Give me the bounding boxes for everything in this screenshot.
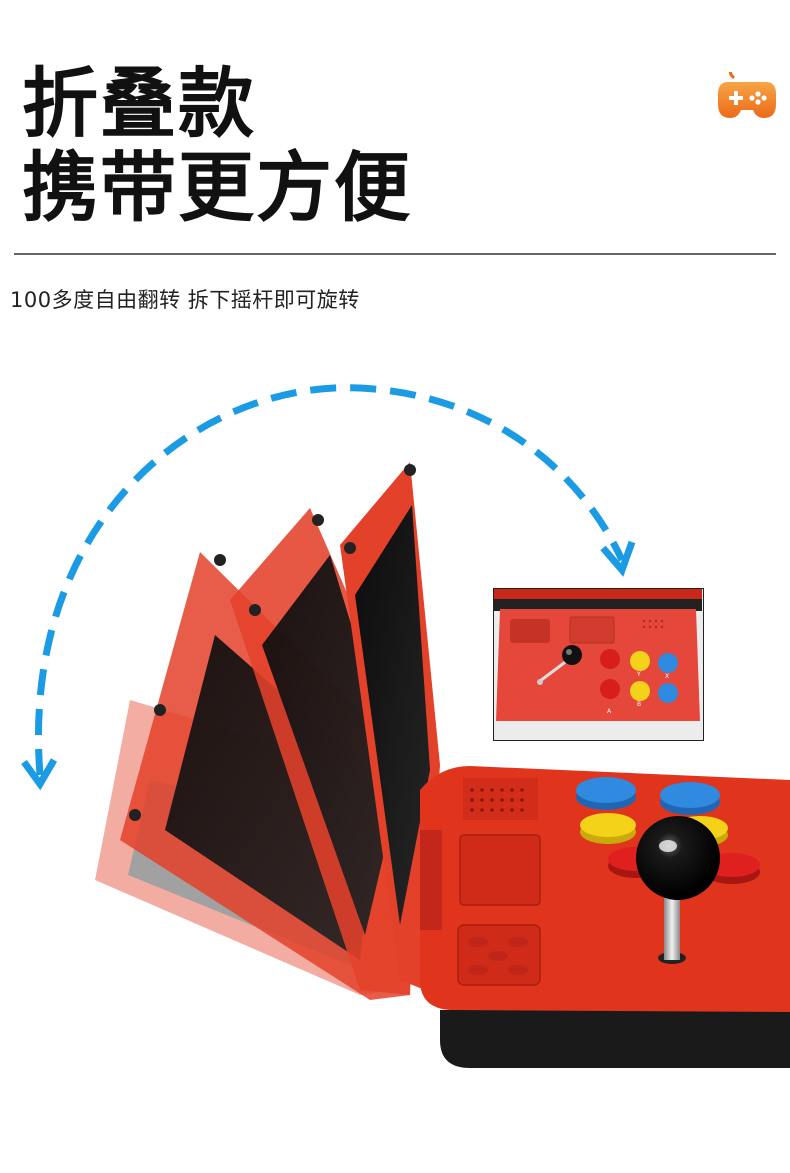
joystick xyxy=(636,816,720,964)
inset-console: A B Y X xyxy=(494,589,702,721)
divider xyxy=(14,253,776,255)
console-base xyxy=(420,766,790,1068)
inset-label-x: X xyxy=(665,673,669,680)
screen-panel-3 xyxy=(340,462,440,990)
curved-rotation-arrow-icon xyxy=(21,384,636,791)
inset-label-b: B xyxy=(637,701,641,708)
inset-label-a: A xyxy=(607,708,612,715)
screen-panel-2 xyxy=(230,508,420,995)
headline: 折叠款 携带更方便 xyxy=(22,62,412,230)
inset-detail-photo: A B Y X xyxy=(493,588,704,741)
console-illustration xyxy=(21,384,790,1068)
headline-line-2: 携带更方便 xyxy=(22,143,412,232)
headline-line-1: 折叠款 xyxy=(22,59,256,148)
inset-label-y: Y xyxy=(636,671,641,678)
gamepad-icon xyxy=(718,72,776,118)
subtitle: 100多度自由翻转 拆下摇杆即可旋转 xyxy=(10,288,360,312)
